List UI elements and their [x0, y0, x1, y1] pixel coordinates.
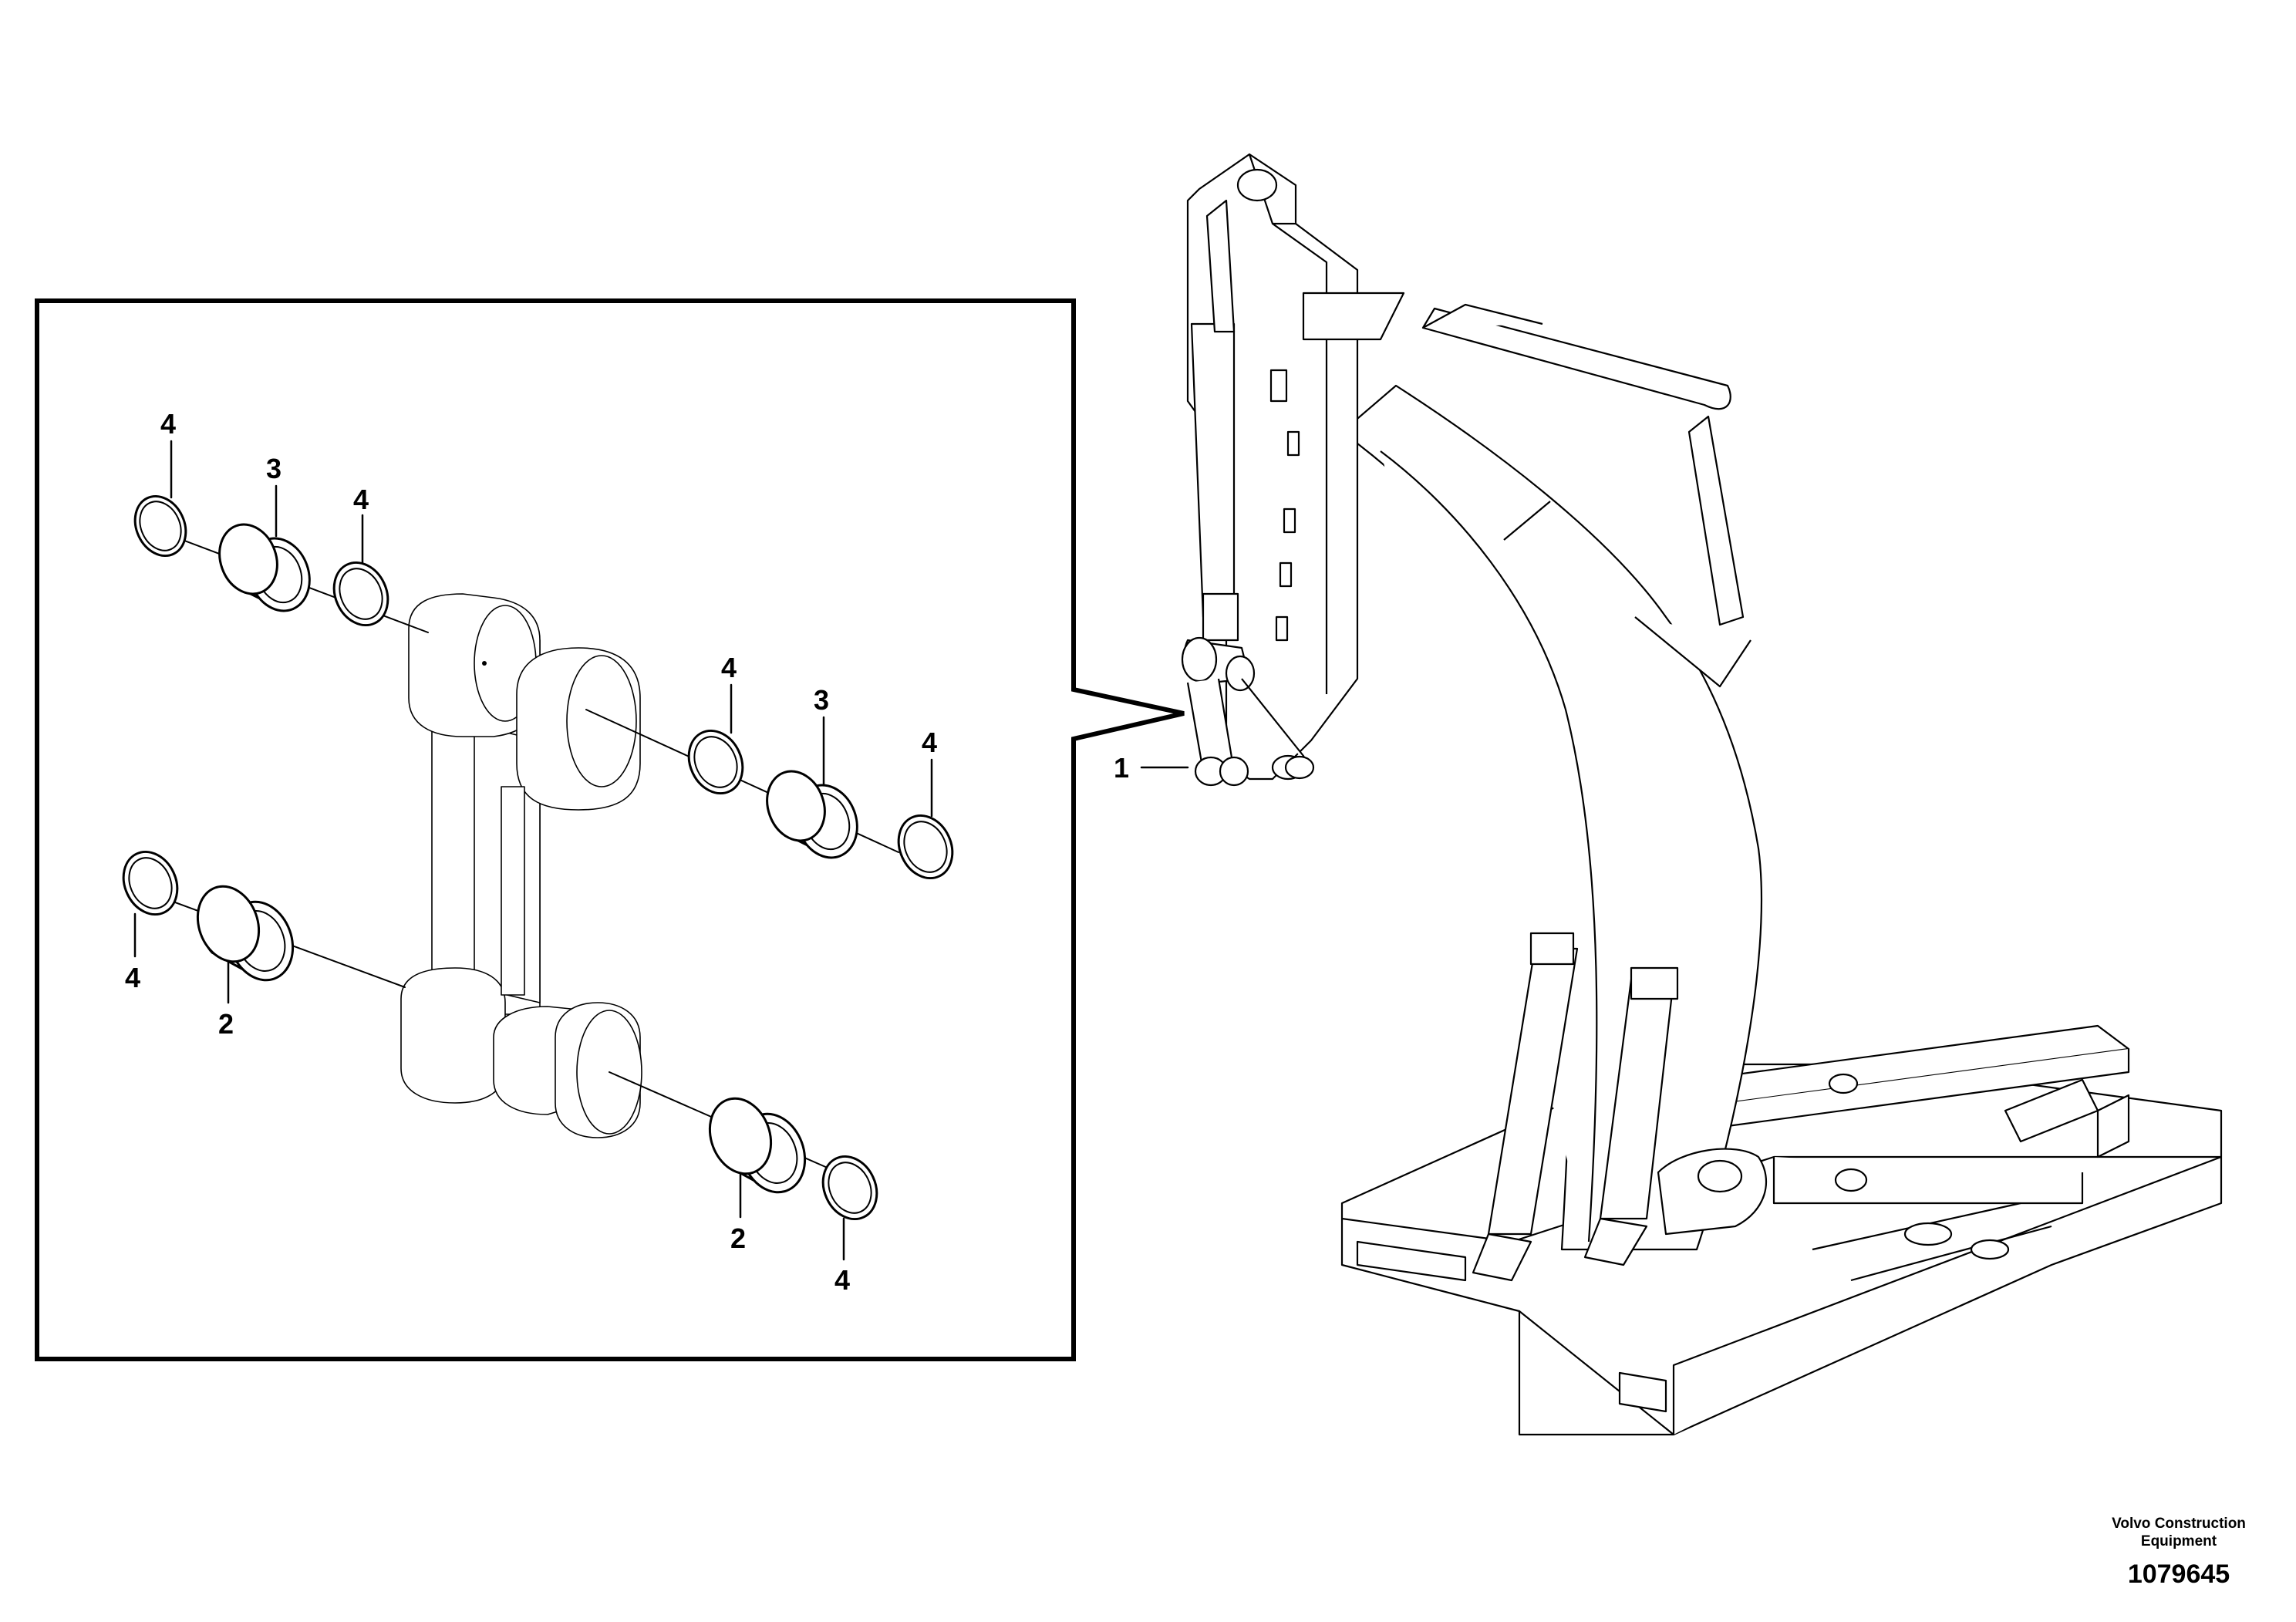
callout-leaders: [133, 440, 933, 1261]
callout-4-right-upper-right: 4: [922, 727, 937, 758]
callout-4-top-left: 4: [160, 408, 176, 440]
callout-3-right: 3: [814, 684, 829, 716]
bushing-item-2-left: [196, 885, 295, 982]
ring-item-4-top-mid: [332, 561, 389, 627]
bushing-item-3-top: [218, 523, 311, 612]
bushing-item-2-right: [708, 1097, 807, 1194]
callout-1: 1: [1114, 752, 1129, 784]
footer-drawing-number: 1079645: [2128, 1560, 2230, 1589]
callout-2-left: 2: [218, 1008, 234, 1040]
callout-2-right: 2: [730, 1222, 746, 1254]
excavator-boom-assembly: [1181, 153, 2223, 1436]
detail-callout-frame: [35, 298, 1185, 1361]
footer-company-line2: Equipment: [2141, 1533, 2217, 1549]
bushing-item-3-right: [766, 770, 858, 859]
callout-4-top-mid: 4: [353, 484, 369, 515]
callout-3-top: 3: [266, 453, 282, 484]
ring-item-4-right-lower: [821, 1155, 878, 1221]
callout-4-left-lower: 4: [125, 962, 140, 993]
callout-4-right-upper-left: 4: [721, 652, 737, 683]
callout-4-right-lower: 4: [834, 1264, 850, 1296]
ring-item-4-left-lower: [122, 850, 179, 916]
footer-company-line1: Volvo Construction: [2112, 1516, 2246, 1532]
ring-item-4-right-upper-right: [897, 814, 954, 880]
link-arm: [400, 593, 642, 1138]
ring-item-4-top-left: [133, 494, 187, 558]
ring-item-4-right-upper-left: [687, 729, 744, 795]
